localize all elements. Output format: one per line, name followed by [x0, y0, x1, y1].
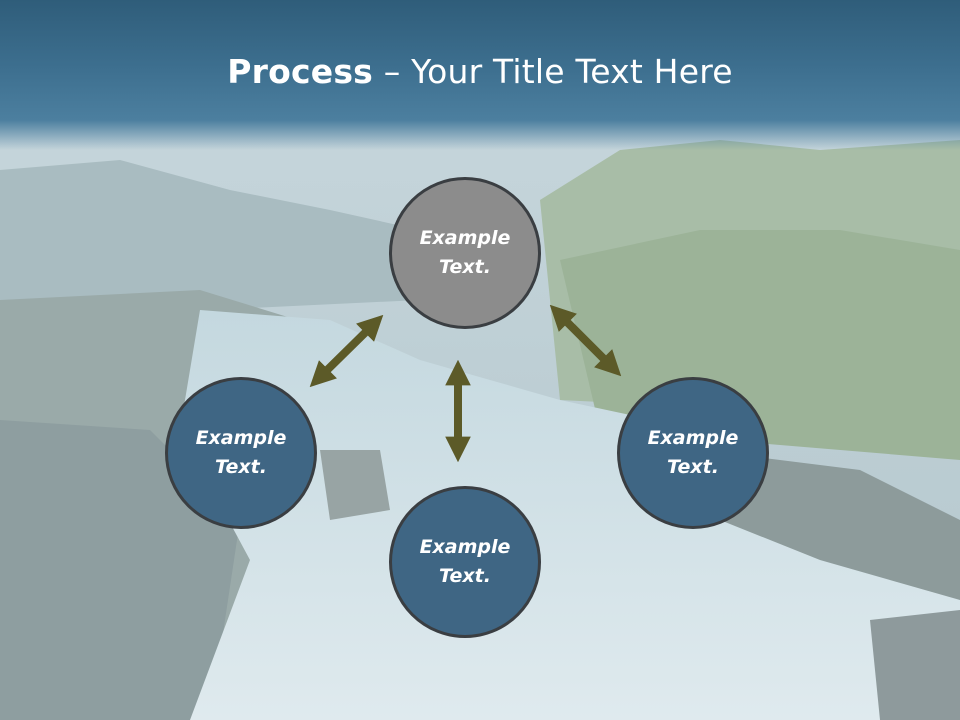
- title-banner: [0, 0, 960, 150]
- node-bottom: Example Text.: [389, 486, 541, 638]
- node-left: Example Text.: [165, 377, 317, 529]
- node-right: Example Text.: [617, 377, 769, 529]
- arrow-center-right: [549, 304, 622, 377]
- node-bottom-label: Example Text.: [419, 536, 511, 587]
- slide-title: Process – Your Title Text Here: [0, 52, 960, 91]
- node-center-label: Example Text.: [419, 227, 511, 278]
- title-bold: Process: [227, 52, 374, 91]
- title-rest: – Your Title Text Here: [373, 52, 733, 91]
- node-left-label: Example Text.: [195, 427, 287, 478]
- node-right-label: Example Text.: [647, 427, 739, 478]
- arrow-center-left: [309, 314, 384, 388]
- node-center: Example Text.: [389, 177, 541, 329]
